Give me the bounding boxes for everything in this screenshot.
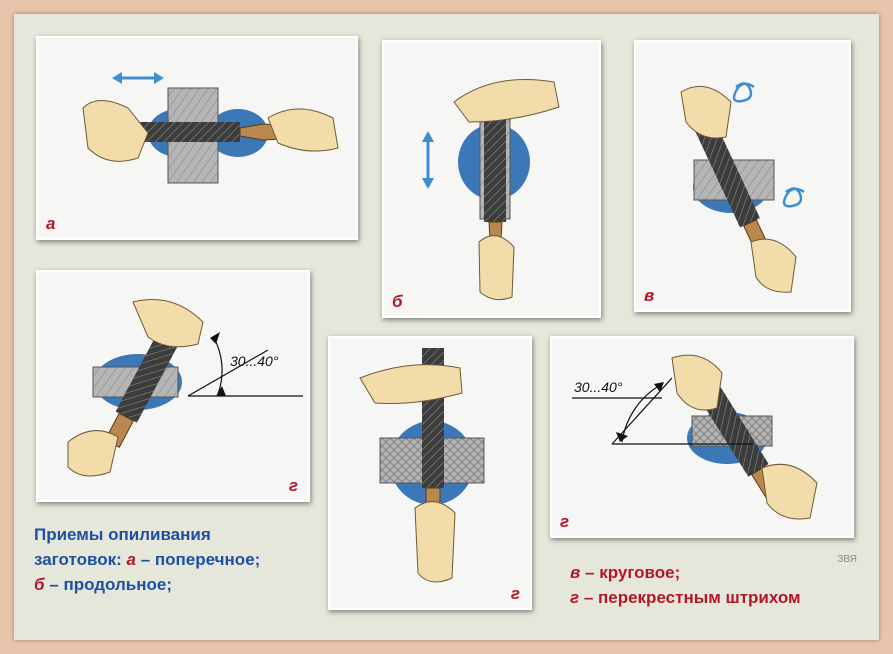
panel-b-longitudinal-filing: б bbox=[382, 40, 601, 318]
angle-label: 30...40° bbox=[574, 379, 623, 395]
caption-letter-g: г bbox=[570, 588, 580, 607]
bottom-hand bbox=[761, 463, 818, 520]
arrowhead-icon bbox=[616, 432, 628, 442]
top-hand bbox=[132, 299, 204, 348]
caption-line-2: заготовок: а – поперечное; bbox=[34, 550, 261, 569]
panel-v-letter: в bbox=[644, 286, 655, 305]
panel-b-letter: б bbox=[392, 292, 403, 311]
arrowhead-icon bbox=[216, 386, 226, 396]
angle-ray bbox=[187, 349, 269, 397]
panel-g3-cross-hatch-filing: 30...40° г bbox=[550, 336, 854, 538]
caption-right: в – круговое; г – перекрестным штрихом bbox=[570, 560, 801, 610]
panel-g1-cross-hatch-filing: 30...40° г bbox=[36, 270, 310, 502]
panel-g2-letter: г bbox=[510, 584, 520, 603]
bottom-hand bbox=[750, 238, 797, 293]
cross-hatch-filing-illustration-1: 30...40° bbox=[67, 299, 303, 477]
angle-arc bbox=[621, 383, 663, 443]
longitudinal-filing-illustration bbox=[422, 79, 560, 301]
watermark: ЗВЯ bbox=[837, 554, 857, 565]
angle-arc bbox=[212, 335, 223, 395]
panel-a-cross-filing: а bbox=[36, 36, 358, 240]
circular-filing-illustration bbox=[680, 82, 805, 293]
angle-ray bbox=[611, 377, 673, 445]
panel-a-letter: а bbox=[46, 214, 56, 233]
arrowhead-icon bbox=[654, 382, 664, 392]
file-blade bbox=[130, 122, 240, 142]
spiral-arrow-icon bbox=[732, 82, 755, 103]
cross-hatch-filing-illustration-3: 30...40° bbox=[572, 354, 818, 520]
caption-letter-v: в bbox=[570, 563, 581, 582]
top-hand bbox=[680, 85, 732, 139]
panel-g3-letter: г bbox=[560, 512, 570, 531]
arrowhead-icon bbox=[210, 332, 220, 344]
caption-line-3: б – продольное; bbox=[34, 575, 173, 594]
panel-g2-cross-hatch-filing: г bbox=[328, 336, 532, 610]
caption-line-v: в – круговое; bbox=[570, 563, 681, 582]
cross-hatch-filing-illustration-2 bbox=[359, 348, 485, 583]
filing-methods-board: а б bbox=[14, 14, 879, 640]
caption-letter-b: б bbox=[34, 575, 45, 594]
double-arrow-horizontal-icon bbox=[112, 72, 164, 84]
bottom-hand bbox=[67, 430, 119, 477]
panel-v-circular-filing: в bbox=[634, 40, 851, 312]
bottom-hand bbox=[478, 235, 515, 301]
double-arrow-vertical-icon bbox=[422, 131, 434, 189]
top-hand bbox=[359, 364, 463, 405]
left-hand bbox=[82, 100, 149, 162]
spiral-arrow-icon bbox=[782, 187, 805, 208]
cross-filing-illustration bbox=[82, 72, 339, 184]
caption-line-g: г – перекрестным штрихом bbox=[570, 588, 801, 607]
caption-letter-a: а bbox=[126, 550, 136, 569]
angle-label: 30...40° bbox=[230, 353, 279, 369]
caption-line-1: Приемы опиливания bbox=[34, 525, 211, 544]
bottom-hand bbox=[414, 501, 456, 583]
caption-left: Приемы опиливания заготовок: а – попереч… bbox=[34, 522, 260, 597]
top-hand bbox=[453, 79, 560, 123]
file-blade bbox=[484, 102, 506, 222]
file-blade bbox=[691, 113, 760, 228]
right-hand bbox=[267, 108, 339, 152]
top-hand bbox=[671, 354, 723, 411]
panel-g1-letter: г bbox=[288, 476, 298, 495]
